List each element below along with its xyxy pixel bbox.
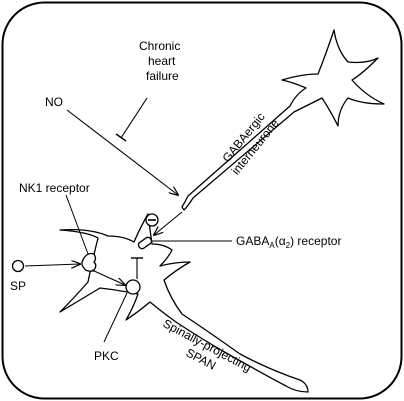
chf-inhibition-line <box>120 97 148 139</box>
chronic-hf-label-2: heart <box>148 54 176 68</box>
nk1-to-pkc-arrow <box>91 269 125 285</box>
svg-text:GABAA(α2) receptor: GABAA(α2) receptor <box>236 234 341 250</box>
chronic-hf-label-3: failure <box>146 69 179 83</box>
sp-label: SP <box>10 279 26 293</box>
gabaergic-interneurone-shape <box>181 29 385 211</box>
nk1-receptor-shape <box>81 252 97 272</box>
no-arrow <box>66 109 178 195</box>
nk1-label-leader <box>65 194 89 255</box>
gaba-release-arrow <box>154 211 183 235</box>
nk1-receptor-label: NK1 receptor <box>19 181 90 195</box>
gaba-a-receptor-shape <box>137 236 153 250</box>
pkc-label: PKC <box>94 349 119 363</box>
chronic-hf-label-1: Chronic <box>139 39 180 53</box>
no-label: NO <box>45 95 63 109</box>
chf-inhibition-bar <box>115 133 127 142</box>
span-neuron-shape <box>59 213 309 393</box>
pkc-label-leader <box>103 292 128 343</box>
pkc-shape <box>125 279 141 295</box>
gaba-receptor-label: GABAA(α2) receptor <box>236 234 341 250</box>
sp-arrow <box>24 264 80 266</box>
sp-shape <box>11 259 25 273</box>
